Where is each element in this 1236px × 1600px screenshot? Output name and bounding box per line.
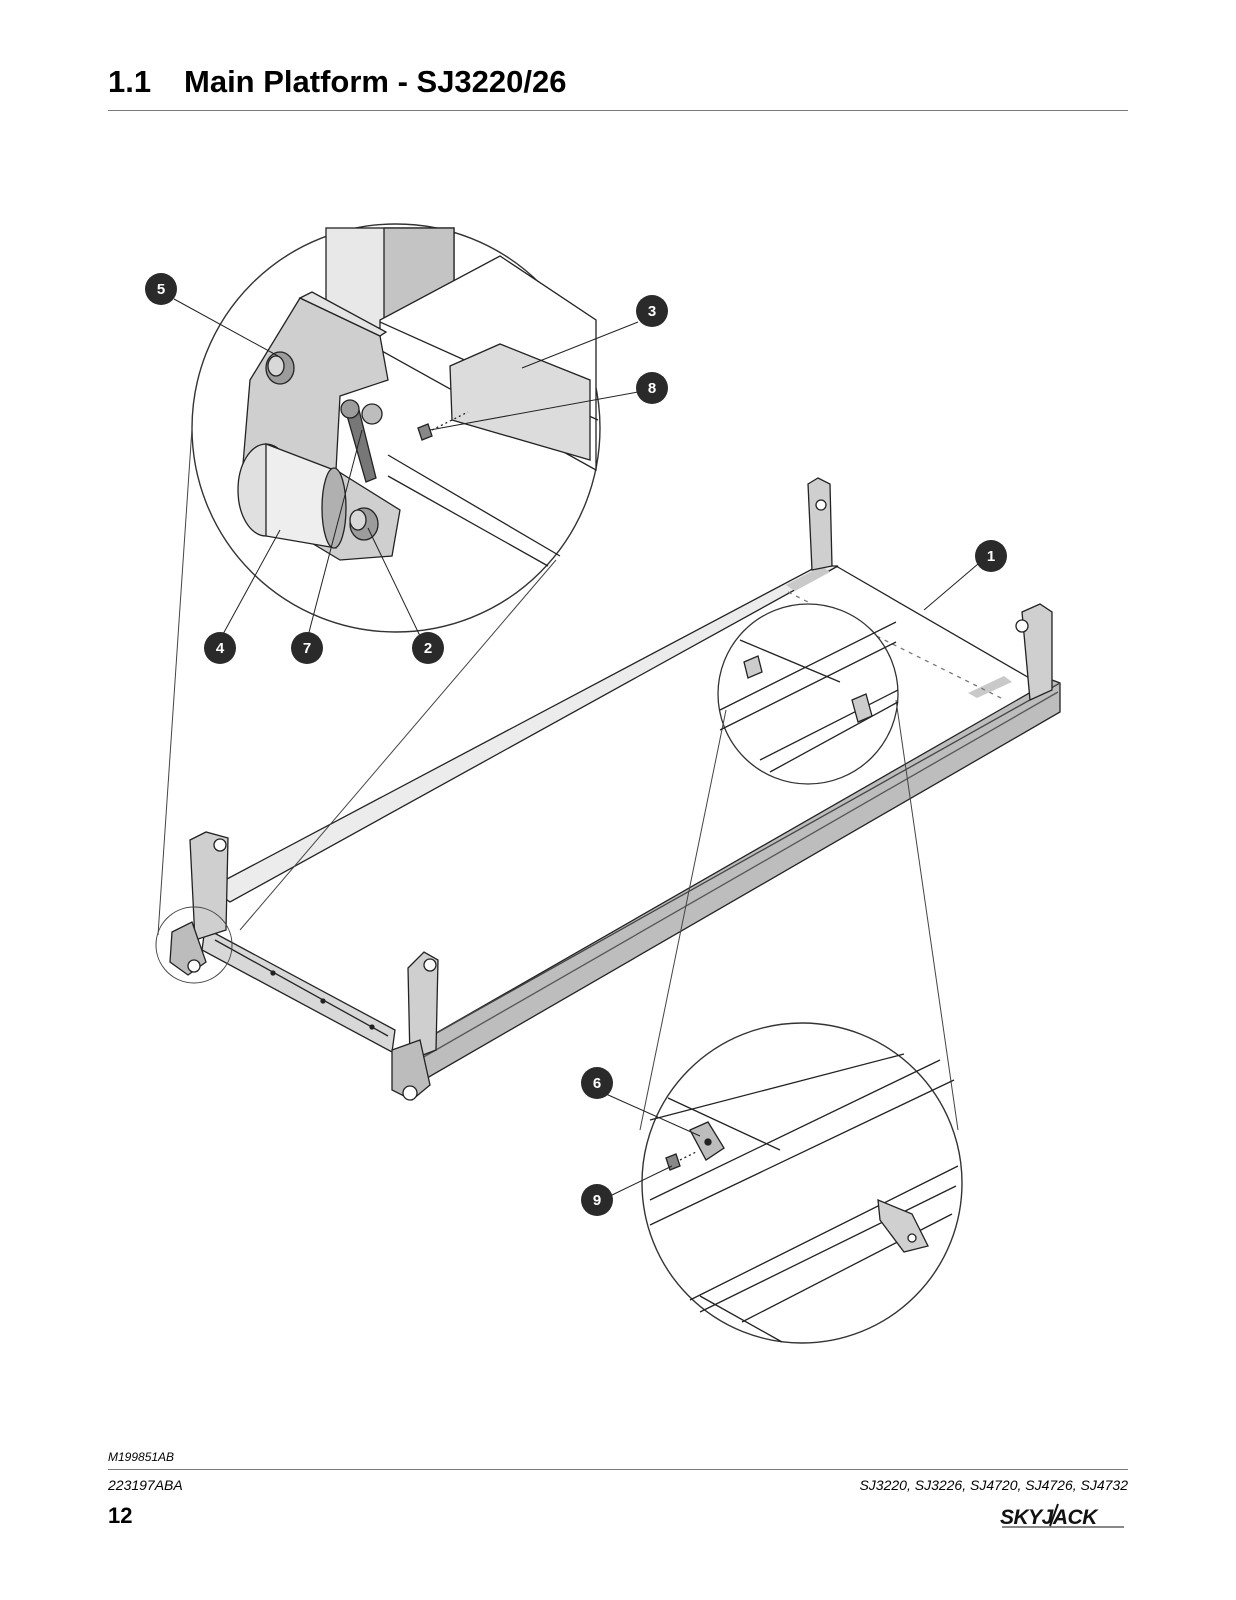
svg-text:7: 7 (303, 640, 311, 657)
callout-1: 1 (975, 540, 1007, 572)
section-heading: 1.1 Main Platform - SJ3220/26 (108, 60, 1128, 111)
page-number: 12 (108, 1503, 133, 1528)
callout-2: 2 (412, 632, 444, 664)
callout-5: 5 (145, 273, 177, 305)
platform-exploded-diagram: 1 2 3 4 5 6 7 8 9 (145, 223, 1061, 1344)
svg-text:3: 3 (648, 303, 656, 320)
platform-uprights (189, 477, 1053, 1061)
corner-roller-bracket (169, 921, 431, 1101)
figure-id: M199851AB (108, 1450, 175, 1464)
callout-6: 6 (581, 1067, 613, 1099)
footer-divider (108, 1469, 1128, 1470)
detail-floor-small (639, 603, 959, 1131)
detail-pivot-roller (155, 223, 601, 984)
svg-text:9: 9 (593, 1192, 601, 1209)
document-number: 223197ABA (108, 1477, 183, 1493)
section-title: Main Platform - SJ3220/26 (184, 64, 567, 99)
svg-text:1: 1 (987, 548, 995, 565)
svg-text:5: 5 (157, 281, 165, 298)
svg-text:2: 2 (424, 640, 432, 657)
section-number: 1.1 (108, 64, 152, 99)
detail-floor-large (641, 1022, 963, 1344)
svg-text:SKYJACK: SKYJACK (1000, 1506, 1099, 1529)
callout-3: 3 (636, 295, 668, 327)
svg-text:8: 8 (648, 380, 656, 397)
svg-text:4: 4 (216, 640, 225, 657)
main-platform-frame (201, 565, 1061, 1086)
callout-8: 8 (636, 372, 668, 404)
skyjack-logo: SKYJACK (1000, 1503, 1124, 1529)
model-list: SJ3220, SJ3226, SJ4720, SJ4726, SJ4732 (859, 1477, 1128, 1493)
svg-text:6: 6 (593, 1075, 601, 1092)
callout-4: 4 (204, 632, 236, 664)
callout-7: 7 (291, 632, 323, 664)
callout-9: 9 (581, 1184, 613, 1216)
